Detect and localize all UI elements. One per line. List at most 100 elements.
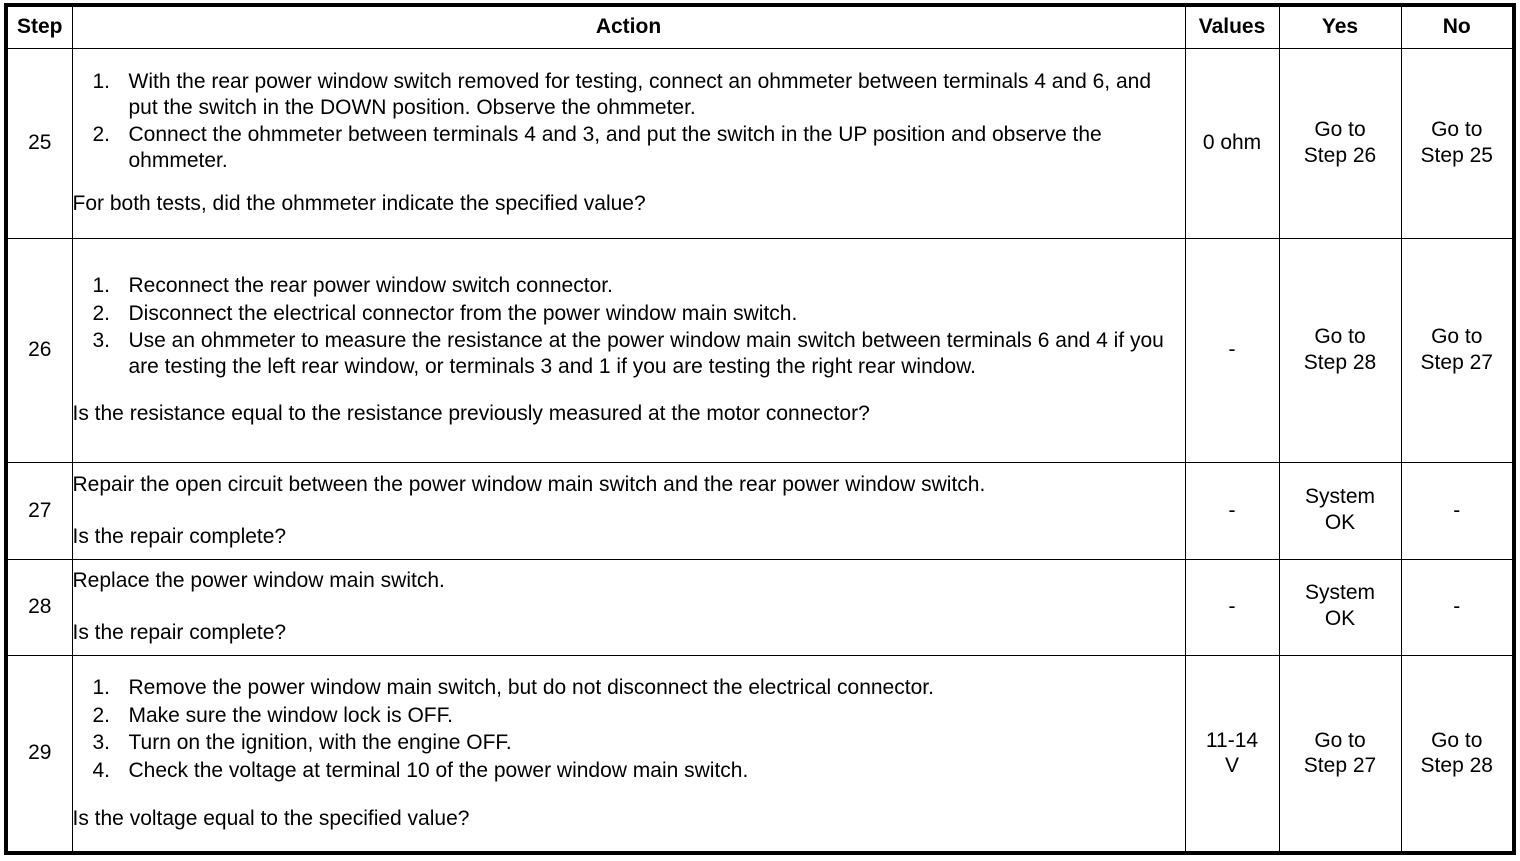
list-item-text: Make sure the window lock is OFF. [128, 703, 453, 727]
action-question: Is the resistance equal to the resistanc… [72, 402, 870, 426]
action-step-list: 1. Remove the power window main switch, … [73, 675, 1185, 783]
action-question: Is the voltage equal to the specified va… [72, 806, 470, 830]
action-cell: 1. Reconnect the rear power window switc… [71, 237, 1186, 463]
list-item: 1. Reconnect the rear power window switc… [73, 273, 1185, 299]
yes-line-1: Go to [1314, 728, 1366, 752]
list-item: 1. With the rear power window switch rem… [73, 69, 1185, 120]
list-item: 2. Disconnect the electrical connector f… [73, 301, 1185, 327]
column-header-action: Action [71, 4, 1186, 49]
list-item: 2. Make sure the window lock is OFF. [73, 703, 1185, 729]
list-item-text: Reconnect the rear power window switch c… [128, 273, 613, 297]
no-cell: - [1400, 461, 1515, 560]
action-step-list: 1. Reconnect the rear power window switc… [73, 273, 1185, 379]
step-number: 25 [5, 47, 73, 239]
step-number: 26 [5, 237, 73, 463]
yes-line-2: Step 27 [1303, 754, 1377, 778]
no-line-2: Step 25 [1420, 144, 1493, 167]
diagnostic-step-table: Step Action Values Yes No 25 1. With the… [4, 3, 1516, 855]
list-marker: 2. [92, 123, 111, 147]
column-header-step: Step [5, 4, 73, 49]
action-cell: 1. With the rear power window switch rem… [71, 47, 1186, 239]
list-item: 3. Turn on the ignition, with the engine… [73, 730, 1185, 756]
table-row: 26 1. Reconnect the rear power window sw… [5, 237, 1515, 463]
no-cell: Go to Step 27 [1400, 237, 1515, 463]
step-number: 28 [5, 558, 73, 656]
table-row: 27 Repair the open circuit between the p… [5, 461, 1515, 560]
action-question: Is the repair complete? [72, 621, 287, 644]
no-line-2: - [1453, 498, 1461, 522]
action-cell: Replace the power window main switch. Is… [71, 558, 1186, 656]
values-text: 0 ohm [1202, 131, 1262, 155]
list-item: 1. Remove the power window main switch, … [73, 675, 1185, 701]
table-body: 25 1. With the rear power window switch … [5, 47, 1515, 854]
list-marker: 2. [92, 703, 111, 727]
no-cell: Go to Step 25 [1400, 47, 1515, 239]
yes-cell: System OK [1278, 461, 1402, 560]
values-text: - [1228, 595, 1236, 619]
list-item: 4. Check the voltage at terminal 10 of t… [73, 758, 1185, 784]
values-cell: - [1184, 461, 1280, 560]
step-number: 27 [5, 461, 73, 560]
yes-cell: Go to Step 28 [1278, 237, 1402, 463]
no-line-2: Step 27 [1420, 351, 1493, 374]
table-row: 28 Replace the power window main switch.… [5, 558, 1515, 656]
no-line-1: Go to [1431, 325, 1483, 349]
yes-line-2: Step 28 [1303, 351, 1377, 374]
no-line-1: Go to [1431, 728, 1483, 752]
list-item: 2. Connect the ohmmeter between terminal… [73, 122, 1185, 173]
column-header-yes: Yes [1278, 4, 1402, 49]
values-text: 11-14 [1205, 728, 1259, 752]
no-cell: - [1400, 558, 1515, 656]
table-row: 25 1. With the rear power window switch … [5, 47, 1515, 239]
list-marker: 3. [92, 329, 111, 353]
column-header-no: No [1400, 4, 1515, 49]
values-cell: 0 ohm [1184, 47, 1280, 239]
diagnostic-table-page: Step Action Values Yes No 25 1. With the… [0, 3, 1520, 861]
list-item-text: Connect the ohmmeter between terminals 4… [128, 123, 1102, 172]
list-marker: 4. [92, 759, 111, 783]
no-line-2: - [1453, 595, 1461, 619]
yes-line-2: OK [1324, 607, 1356, 630]
list-item-text: Turn on the ignition, with the engine OF… [128, 731, 512, 755]
action-question: Is the repair complete? [72, 524, 287, 548]
yes-line-1: System [1304, 484, 1375, 508]
column-header-values: Values [1184, 4, 1280, 49]
table-row: 29 1. Remove the power window main switc… [5, 654, 1515, 854]
values-text: - [1228, 498, 1236, 522]
yes-line-2: OK [1324, 510, 1356, 534]
values-cell: - [1184, 558, 1280, 656]
list-item-text: Check the voltage at terminal 10 of the … [128, 759, 749, 783]
list-item-text: Disconnect the electrical connector from… [128, 301, 798, 325]
list-marker: 1. [92, 69, 111, 93]
values-cell: 11-14 V [1184, 654, 1280, 854]
list-item-text: Remove the power window main switch, but… [128, 676, 934, 700]
list-marker: 2. [92, 301, 111, 325]
action-lead-text: Repair the open circuit between the powe… [72, 472, 986, 496]
list-marker: 1. [92, 273, 111, 297]
no-line-2: Step 28 [1420, 754, 1493, 778]
no-line-1: Go to [1431, 118, 1483, 142]
list-marker: 1. [92, 676, 111, 700]
no-cell: Go to Step 28 [1400, 654, 1515, 854]
action-question: For both tests, did the ohmmeter indicat… [72, 192, 646, 216]
action-lead-text: Replace the power window main switch. [72, 569, 445, 593]
action-cell: Repair the open circuit between the powe… [71, 461, 1186, 560]
values-unit: V [1224, 754, 1239, 778]
yes-line-1: Go to [1314, 118, 1366, 142]
action-cell: 1. Remove the power window main switch, … [71, 654, 1186, 854]
list-marker: 3. [92, 731, 111, 755]
table-header: Step Action Values Yes No [5, 4, 1515, 49]
yes-cell: Go to Step 26 [1278, 47, 1402, 239]
header-row: Step Action Values Yes No [5, 4, 1515, 49]
step-number: 29 [5, 654, 73, 854]
list-item-text: Use an ohmmeter to measure the resistanc… [128, 329, 1164, 378]
list-item: 3. Use an ohmmeter to measure the resist… [73, 328, 1185, 379]
yes-line-1: System [1304, 581, 1375, 605]
values-cell: - [1184, 237, 1280, 463]
yes-cell: System OK [1278, 558, 1402, 656]
list-item-text: With the rear power window switch remove… [128, 69, 1152, 119]
yes-line-1: Go to [1314, 325, 1366, 349]
yes-line-2: Step 26 [1303, 144, 1377, 167]
values-text: - [1228, 338, 1236, 362]
action-step-list: 1. With the rear power window switch rem… [73, 69, 1185, 173]
